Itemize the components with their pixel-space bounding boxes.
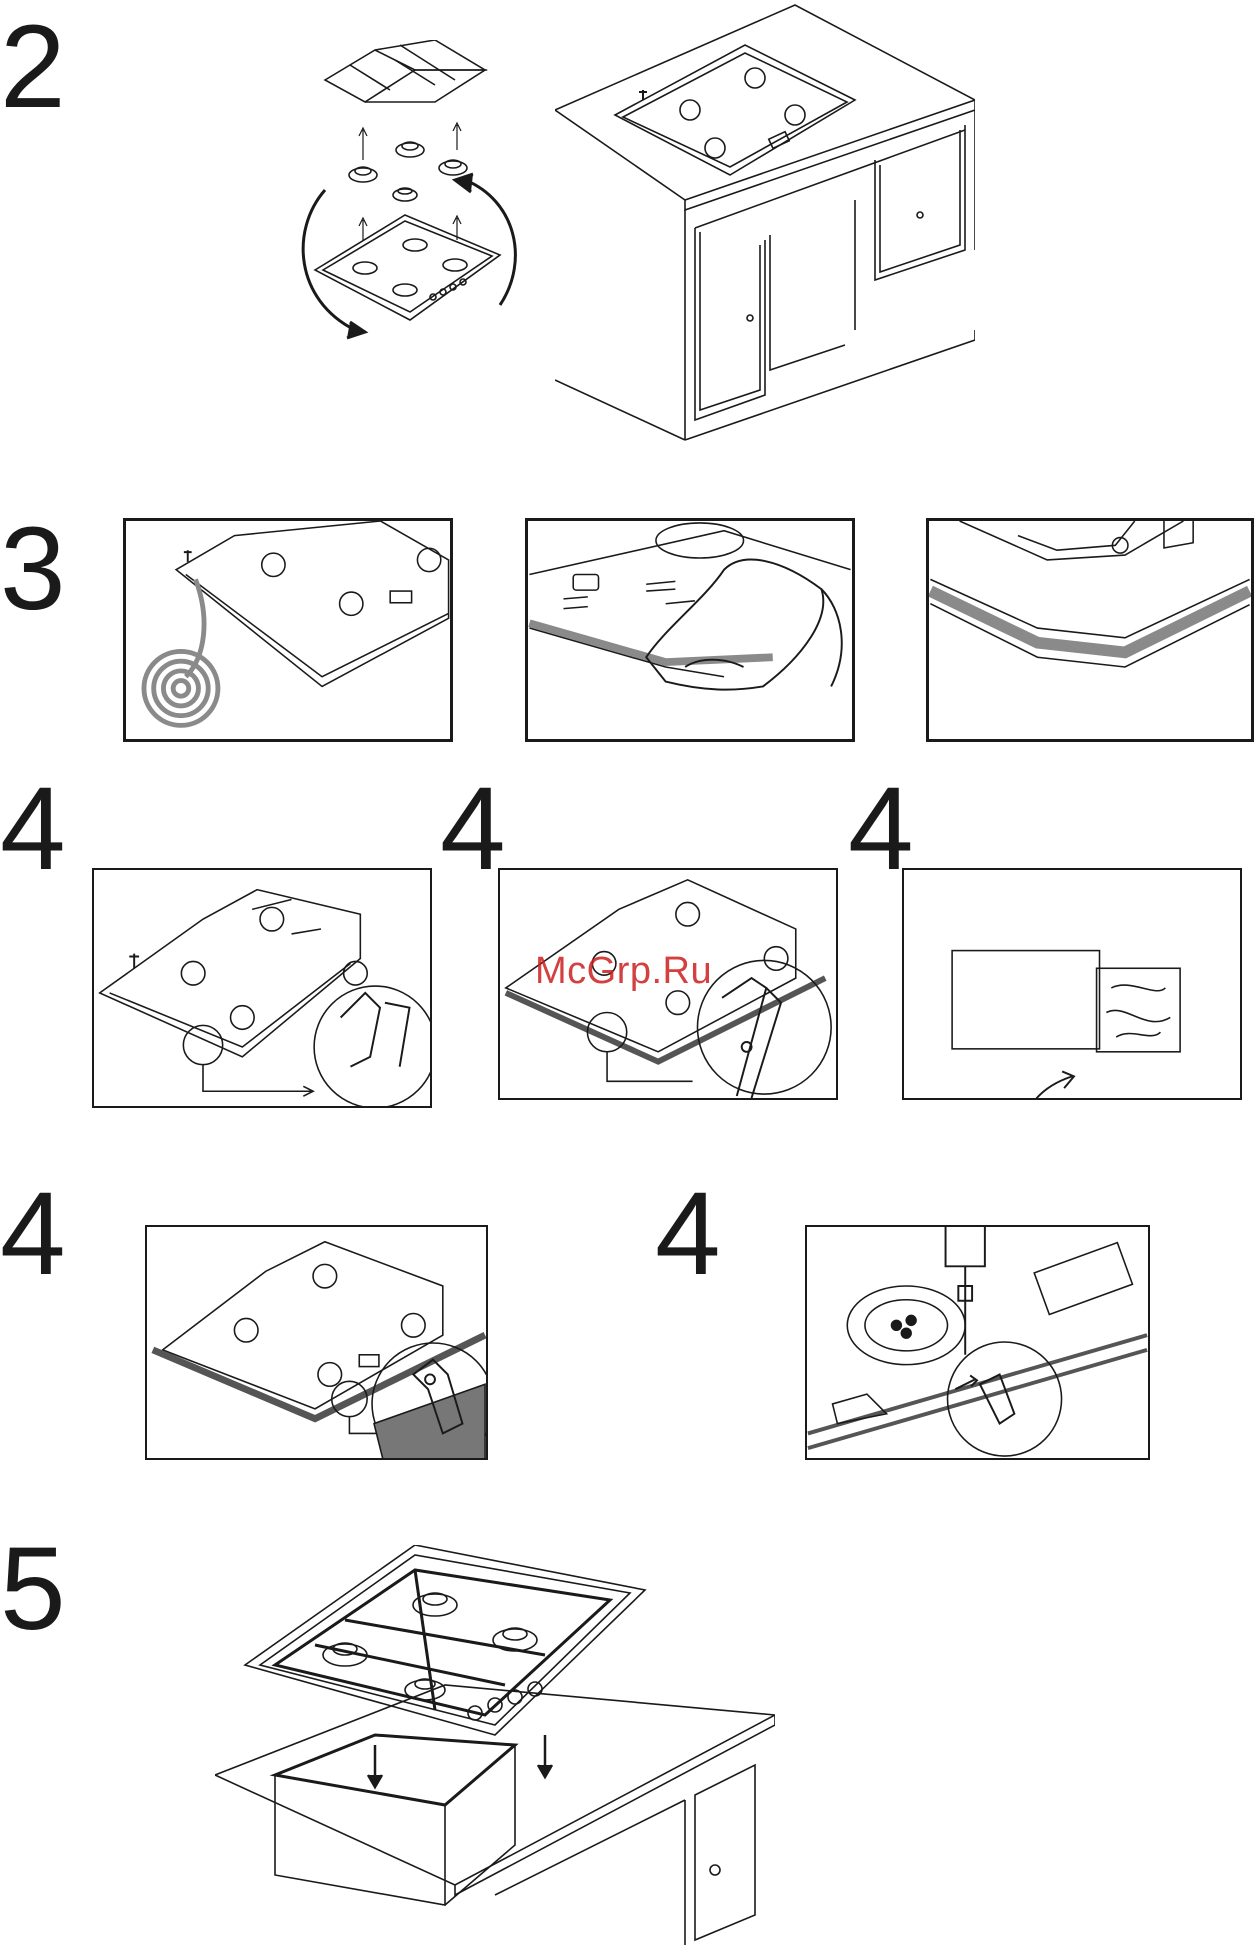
burner-hole — [847, 1286, 965, 1365]
control-block — [1034, 1243, 1132, 1315]
screw-icon — [184, 550, 192, 562]
step5-hob-install-illustration — [215, 1545, 775, 1945]
clip-icon — [955, 1374, 1014, 1423]
hob-on-cabinet — [615, 45, 855, 175]
step-number-5: 5 — [0, 1530, 66, 1648]
step4-panel-bracket-position — [92, 868, 432, 1108]
watermark-text: McGrp.Ru — [535, 950, 712, 993]
screwdriver-icon — [946, 1227, 985, 1355]
step4-panel-screw-tighten — [805, 1225, 1150, 1460]
step2-exploded-hob-illustration — [295, 40, 535, 355]
cabinet-door — [495, 1765, 755, 1945]
hob-edge — [529, 523, 850, 677]
step3-panel-gasket-corner — [926, 518, 1254, 742]
cabinet-box — [275, 1745, 515, 1905]
hob-plate — [315, 215, 500, 320]
fixing-bracket — [833, 1394, 887, 1423]
gasket-strip — [529, 623, 772, 662]
cutout-hole — [275, 1735, 515, 1805]
step-number-3: 3 — [0, 510, 66, 628]
arrow-up-icon — [1023, 1071, 1074, 1098]
clip-icon — [722, 978, 781, 1098]
cutout-template — [952, 951, 1099, 1049]
sealing-sticker — [1097, 968, 1181, 1052]
step4-panel-cutout-template — [902, 868, 1242, 1100]
rotate-arrow-icon — [303, 174, 515, 338]
pan-support-grids — [325, 40, 485, 102]
callout-arrow — [203, 1065, 313, 1096]
zoom-detail-circle — [697, 960, 831, 1094]
step-number-4b: 4 — [440, 770, 506, 888]
countertop — [555, 5, 975, 250]
clip-icon — [341, 993, 410, 1067]
step-number-4d: 4 — [0, 1175, 66, 1293]
burner-caps — [349, 142, 467, 201]
step4-panel-clip-insert — [145, 1225, 488, 1460]
hob-edge — [808, 1335, 1147, 1448]
spiral-gasket-icon — [144, 579, 218, 725]
step2-cabinet-illustration — [555, 0, 975, 445]
hob-with-grids — [245, 1545, 645, 1735]
step3-panel-press-gasket — [525, 518, 855, 742]
step3-panel-gasket-roll — [123, 518, 453, 742]
zoom-detail-circle — [948, 1342, 1062, 1456]
hob-underside — [176, 521, 449, 686]
step-number-2: 2 — [0, 8, 66, 126]
step-number-4e: 4 — [655, 1175, 721, 1293]
gasket-strip — [930, 591, 1249, 652]
hand-icon — [646, 560, 842, 690]
arrow-down-icon — [368, 1735, 552, 1787]
pan-support-grids — [275, 1570, 610, 1715]
hob-underside — [100, 890, 367, 1057]
sticker-texture — [1106, 985, 1170, 1037]
step-number-4a: 4 — [0, 770, 66, 888]
countertop — [215, 1685, 775, 1895]
hob-on-worktop — [153, 1242, 485, 1419]
